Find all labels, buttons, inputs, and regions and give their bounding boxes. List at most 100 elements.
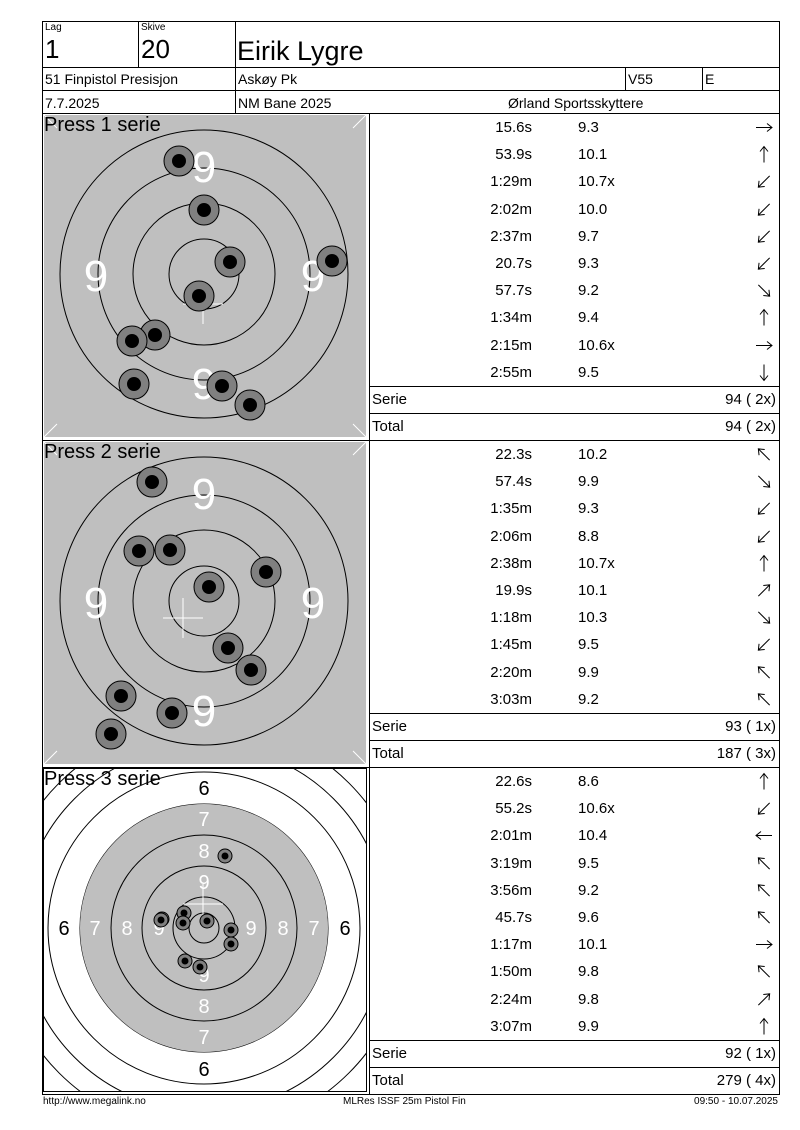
serie-label: Serie (372, 391, 408, 408)
direction-arrow-icon (756, 940, 773, 950)
shot-row: 2:06m 8.8 (370, 523, 778, 550)
shot-score: 10.4 (578, 827, 608, 845)
direction-arrow-icon (757, 856, 771, 870)
club-name: Askøy Pk (238, 71, 298, 87)
direction-arrow-icon (759, 1017, 769, 1035)
ring-number-label: 8 (198, 841, 209, 863)
ring-number-label: 7 (198, 809, 209, 831)
shot-hole (139, 319, 171, 351)
shot-hole (234, 389, 266, 421)
shot-score: 8.6 (578, 773, 599, 790)
shot-row: 1:50m 9.8 (370, 958, 778, 985)
shot-score: 9.9 (578, 663, 599, 681)
shot-score: 9.8 (578, 963, 599, 981)
shot-time: 1:50m (490, 963, 532, 981)
footer-software: MLRes ISSF 25m Pistol Fin (343, 1096, 466, 1107)
serie-score: 93 ( 1x) (725, 718, 776, 735)
total-score: 279 ( 4x) (716, 1072, 776, 1089)
shot-time: 19.9s (495, 582, 532, 599)
direction-arrow-icon (757, 502, 771, 516)
shot-score: 9.7 (578, 227, 599, 245)
shot-time: 53.9s (495, 146, 532, 164)
ring-number-label: 9 (198, 965, 209, 987)
competition-date: 7.7.2025 (45, 95, 100, 111)
target-ring (168, 565, 240, 637)
target-ring (59, 129, 349, 419)
shot-hole (199, 913, 215, 929)
shot-hole (156, 697, 188, 729)
competition-name: NM Bane 2025 (238, 95, 332, 111)
direction-arrow-icon (757, 230, 771, 243)
ring-number-label: 8 (277, 918, 288, 940)
shot-hole (192, 959, 208, 975)
organizer-name: Ørland Sportsskyttere (508, 95, 644, 111)
target-ring (132, 529, 276, 673)
ring-number-label: 6 (198, 1059, 209, 1081)
serie-label: Serie (372, 718, 408, 735)
total-score: 187 ( 3x) (716, 745, 776, 762)
direction-arrow-icon (757, 884, 771, 897)
shot-hole (316, 245, 348, 277)
skive-value: 20 (141, 34, 170, 64)
shot-time: 2:06m (490, 527, 532, 545)
skive-label: Skive (141, 22, 166, 33)
total-sum-row: Total 279 ( 4x) (370, 1068, 778, 1094)
shot-hole (206, 370, 238, 402)
direction-arrow-icon (755, 831, 772, 841)
ring-number-label: 8 (198, 996, 209, 1018)
shot-score: 10.1 (578, 146, 608, 164)
direction-arrow-icon (757, 584, 771, 597)
shot-hole (105, 680, 137, 712)
shot-row: 53.9s 10.1 (370, 141, 778, 168)
total-label: Total (372, 745, 404, 762)
shot-time: 1:17m (490, 936, 532, 954)
ring-number-label: 7 (89, 918, 100, 940)
shot-time: 15.6s (495, 119, 532, 136)
series-title: Press 2 serie (44, 441, 161, 463)
ring-number-label: 9 (301, 579, 325, 628)
series-title: Press 1 serie (44, 114, 161, 136)
serie-label: Serie (372, 1045, 408, 1062)
lag-value: 1 (45, 34, 60, 64)
shot-hole (163, 145, 195, 177)
total-label: Total (372, 1072, 404, 1089)
shot-score: 10.3 (578, 609, 608, 627)
direction-arrow-icon (757, 911, 771, 924)
direction-arrow-icon (757, 693, 771, 706)
footer-url: http://www.megalink.no (43, 1096, 146, 1107)
shooter-name: Eirik Lygre (237, 36, 364, 66)
shot-hole (212, 632, 244, 664)
shot-score: 8.8 (578, 527, 599, 545)
shot-score: 9.3 (578, 255, 599, 272)
ring-number-label: 9 (198, 872, 209, 894)
direction-arrow-icon (757, 638, 771, 652)
target-ring (97, 167, 311, 381)
shot-hole (154, 534, 186, 566)
serie-score: 92 ( 1x) (725, 1045, 776, 1062)
ring-number-label: 6 (339, 918, 350, 940)
direction-arrow-icon (757, 284, 771, 297)
shot-hole (223, 936, 239, 952)
lag-label: Lag (45, 22, 62, 33)
shooter-class: V55 (628, 71, 653, 87)
ring-number-label: 6 (58, 918, 69, 940)
direction-arrow-icon (757, 611, 771, 624)
shot-time: 1:35m (490, 500, 532, 518)
shot-time: 57.7s (495, 282, 532, 300)
serie-sum-row: Serie 92 ( 1x) (370, 1041, 778, 1067)
